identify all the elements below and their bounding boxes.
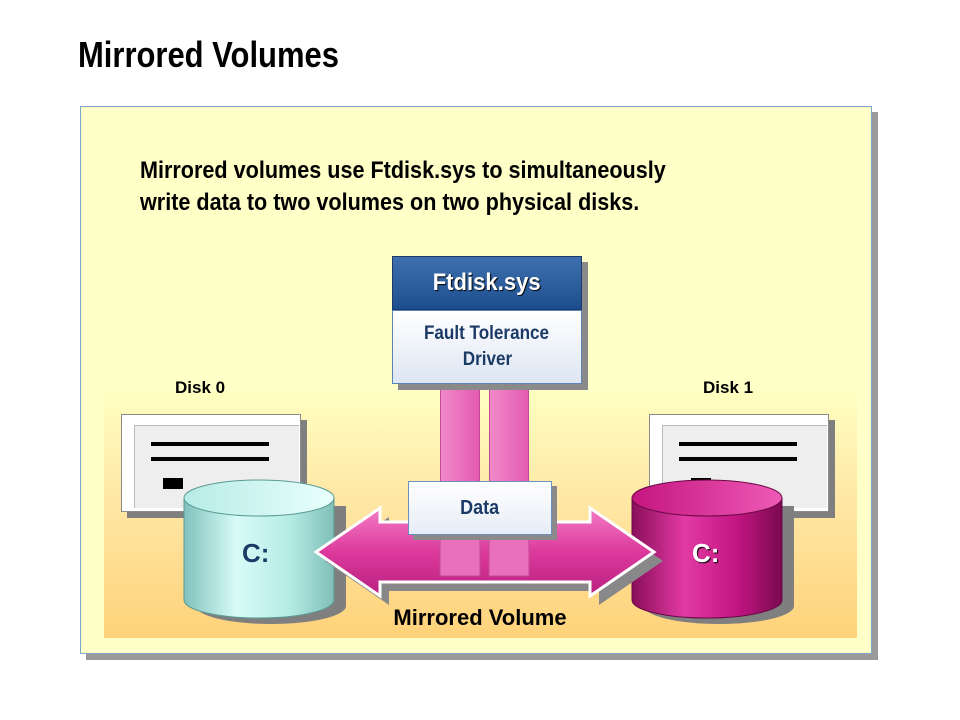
driver-name: Ftdisk.sys <box>432 269 541 296</box>
mirrored-volume-label: Mirrored Volume <box>393 605 567 630</box>
disk-1-label: Disk 1 <box>703 378 754 397</box>
driver-desc-line-1: Fault Tolerance <box>424 323 550 344</box>
disk-0-label: Disk 0 <box>175 378 226 397</box>
driver-description-box: Fault Tolerance Driver <box>392 310 582 384</box>
data-box: Data <box>408 481 552 535</box>
driver-desc-line-2: Driver <box>462 349 512 370</box>
description-line-2: write data to two volumes on two physica… <box>140 189 640 216</box>
slide-title: Mirrored Volumes <box>78 34 339 75</box>
disk-1-volume-label: C: <box>692 538 720 568</box>
description-text: Mirrored volumes use Ftdisk.sys to simul… <box>140 155 788 219</box>
data-label: Data <box>460 496 500 519</box>
description-line-1: Mirrored volumes use Ftdisk.sys to simul… <box>140 157 666 184</box>
disk-1-cylinder <box>631 479 794 624</box>
disk-0-volume-label: C: <box>242 538 270 568</box>
driver-name-header: Ftdisk.sys <box>392 256 582 310</box>
disk-0-cylinder <box>183 479 346 624</box>
